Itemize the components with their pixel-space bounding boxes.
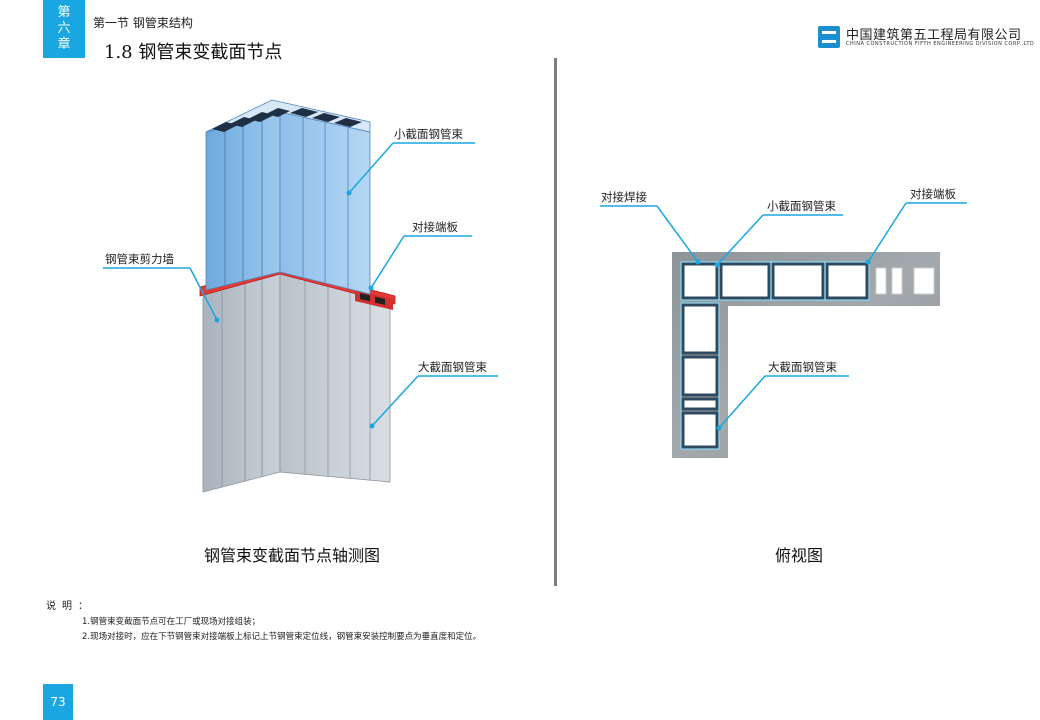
chapter-char-1: 第 <box>57 5 71 20</box>
axonometric-model <box>199 99 396 493</box>
chapter-tab: 第 六 章 <box>43 0 85 58</box>
plan-view-callouts <box>600 202 967 431</box>
page-title: 1.8 钢管束变截面节点 <box>104 42 283 63</box>
note-item-2: 2.现场对接时，应在下节钢管束对接端板上标记上节钢管束定位线，钢管束安装控制要点… <box>82 632 482 642</box>
notes-label: 说明： <box>46 601 94 612</box>
label-small-section-axo: 小截面钢管束 <box>394 127 463 141</box>
caption-axonometric: 钢管束变截面节点轴测图 <box>204 546 381 565</box>
center-divider <box>554 58 557 586</box>
page-number: 73 <box>43 684 73 720</box>
label-large-section-axo: 大截面钢管束 <box>418 360 487 374</box>
chapter-char-2: 六 <box>57 21 71 36</box>
concrete-slab <box>672 252 940 458</box>
label-small-section-plan: 小截面钢管束 <box>767 199 836 213</box>
label-shear-wall: 钢管束剪力墙 <box>105 252 174 266</box>
axonometric-callouts <box>103 142 498 429</box>
company-name-cn: 中国建筑第五工程局有限公司 <box>846 28 1022 43</box>
large-section-left-face <box>202 270 281 493</box>
note-item-1: 1.钢管束变截面节点可在工厂或现场对接组装； <box>82 617 261 627</box>
diagrams-canvas <box>103 99 967 493</box>
chapter-char-3: 章 <box>57 37 71 52</box>
caption-plan-view: 俯视图 <box>775 546 824 565</box>
label-butt-weld: 对接焊接 <box>601 190 647 204</box>
label-end-plate-axo: 对接端板 <box>412 220 458 234</box>
company-logo-icon <box>818 26 840 48</box>
company-name-en: CHINA CONSTRUCTION FIFTH ENGINEERING DIV… <box>846 41 1035 47</box>
label-end-plate-plan: 对接端板 <box>910 187 956 201</box>
label-large-section-plan: 大截面钢管束 <box>768 360 837 374</box>
section-label: 第一节 钢管束结构 <box>93 16 193 30</box>
plan-view-model <box>672 252 940 458</box>
